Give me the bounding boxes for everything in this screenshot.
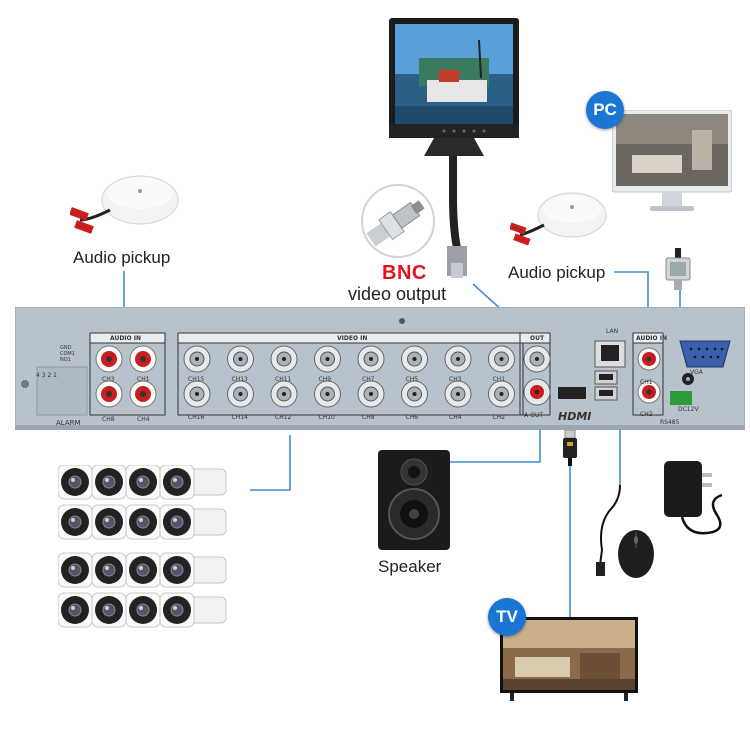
camera-icon [91, 592, 127, 628]
dc12v-label: DC12V [678, 406, 699, 413]
camera-icon [159, 465, 227, 500]
video-ch-label: CH8 [362, 414, 375, 421]
camera-icon [159, 504, 227, 540]
right-ch-label: CH2 [640, 411, 653, 418]
out-title: OUT [530, 335, 545, 342]
audio-ch-label: CH1 [137, 376, 150, 383]
power-adapter-icon [662, 455, 737, 545]
video-ch-label: CH5 [405, 376, 419, 383]
camera-icon [58, 552, 93, 588]
bnc-connector-icon [357, 183, 439, 259]
camera-icon [91, 465, 127, 500]
video-ch-label: CH9 [318, 376, 332, 383]
video-in-ports [180, 344, 520, 414]
vga-cable-icon [664, 248, 692, 290]
bnc-video-port [444, 380, 472, 408]
alarm-terms: GND COM1 NO1 [60, 345, 75, 363]
usb-mouse-icon [590, 480, 660, 580]
rs485-label: RS485 [660, 419, 680, 426]
audio-ch-label: CH4 [137, 416, 150, 423]
bnc-video-port [314, 380, 341, 408]
bnc-video-port [357, 345, 385, 373]
monitor-icon [389, 18, 519, 278]
camera-icon [125, 592, 161, 628]
bnc-video-port [488, 345, 515, 373]
alarm-pins: 4 3 2 1 [36, 372, 57, 379]
bnc-video-port [401, 380, 428, 408]
camera-icon [58, 504, 93, 540]
camera-icon [125, 465, 161, 500]
video-ch-label: CH10 [318, 414, 335, 421]
bnc-video-port [488, 380, 515, 408]
right-ch-label: CH1 [640, 379, 653, 386]
audio-in-title: AUDIO IN [110, 335, 141, 342]
camera-array [58, 465, 248, 635]
video-ch-label: CH15 [188, 376, 205, 383]
bnc-video-port [444, 345, 472, 373]
bnc-video-port [270, 345, 298, 373]
video-ch-label: CH2 [492, 414, 506, 421]
lan-label: LAN [606, 328, 619, 335]
video-ch-label: CH14 [231, 414, 248, 421]
video-ch-label: CH1 [492, 376, 506, 383]
bnc-video-port [401, 345, 428, 373]
bnc-video-port [270, 380, 298, 408]
bnc-label: BNC [382, 262, 427, 284]
hdmi-logo: HDMI [558, 410, 592, 423]
camera-icon [159, 592, 227, 628]
hdmi-cable-icon [562, 430, 578, 466]
video-ch-label: CH4 [449, 414, 462, 421]
audio-jacks [92, 344, 162, 410]
video-out-ports [521, 344, 553, 414]
video-ch-label: CH3 [449, 376, 462, 383]
camera-icon [58, 465, 93, 500]
microphone-icon [510, 185, 610, 255]
audio-in-right-title: AUDIO IN [636, 335, 667, 342]
speaker-icon [378, 450, 450, 550]
a-out-label: A-OUT [524, 412, 544, 419]
audio-pickup-left-label: Audio pickup [73, 248, 171, 267]
audio-ch-label: CH3 [102, 376, 115, 383]
alarm-label: ALARM [56, 419, 81, 427]
pc-badge: PC [586, 91, 624, 129]
bnc-video-port [357, 380, 385, 408]
video-ch-label: CH13 [231, 376, 248, 383]
camera-icon [159, 552, 227, 588]
vga-label: VGA [690, 369, 703, 376]
audio-pickup-right-label: Audio pickup [508, 263, 606, 282]
video-ch-label: CH7 [362, 376, 375, 383]
tv-icon [500, 617, 638, 705]
camera-icon [91, 552, 127, 588]
bnc-video-port [227, 345, 254, 373]
audio-in-right-jacks [634, 344, 664, 410]
microphone-icon [70, 165, 180, 245]
audio-ch-label: CH8 [102, 416, 115, 423]
tv-badge: TV [488, 598, 526, 636]
video-output-label: video output [348, 284, 447, 304]
camera-icon [58, 592, 93, 628]
bnc-video-port [227, 380, 254, 408]
pc-monitor-icon [612, 110, 732, 215]
bnc-video-port [314, 345, 341, 373]
video-ch-label: CH16 [188, 414, 205, 421]
speaker-label: Speaker [378, 557, 442, 576]
camera-icon [91, 504, 127, 540]
video-ch-label: CH12 [275, 414, 292, 421]
camera-icon [125, 552, 161, 588]
video-in-title: VIDEO IN [337, 335, 368, 342]
video-ch-label: CH11 [275, 376, 292, 383]
video-ch-label: CH6 [405, 414, 419, 421]
bnc-video-port [183, 380, 211, 408]
bnc-video-port [183, 345, 211, 373]
camera-icon [125, 504, 161, 540]
